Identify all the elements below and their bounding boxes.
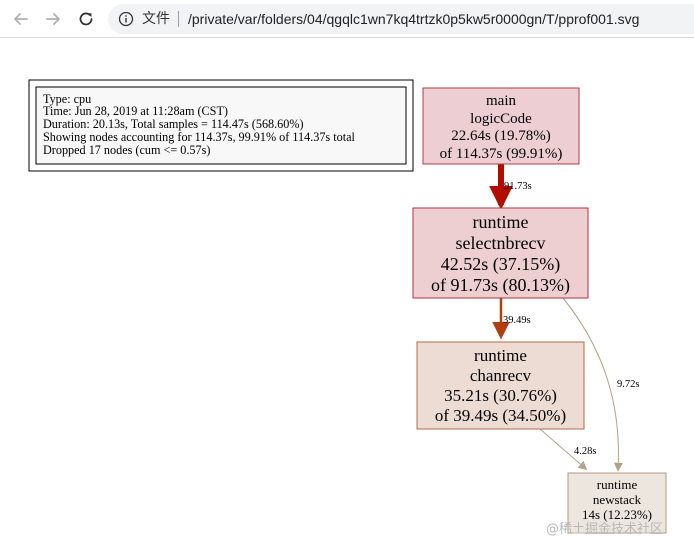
- address-separator: [178, 11, 179, 27]
- edge-chanrecv-to-newstack[interactable]: 4.28s: [539, 428, 596, 471]
- forward-button[interactable]: [40, 6, 66, 32]
- node-line: 35.21s (30.76%): [444, 386, 557, 405]
- file-scheme-label: 文件: [142, 11, 170, 27]
- watermark: @稀土掘金技术社区: [546, 522, 664, 537]
- node-line: runtime: [473, 212, 529, 232]
- browser-toolbar: 文件 /private/var/folders/04/qgqlc1wn7kq4t…: [0, 0, 694, 38]
- node-line: runtime: [597, 477, 638, 492]
- node-runtime-newstack[interactable]: runtime newstack 14s (12.23%): [567, 472, 667, 534]
- node-runtime-chanrecv[interactable]: runtime chanrecv 35.21s (30.76%) of 39.4…: [416, 341, 585, 430]
- node-runtime-selectnbrecv[interactable]: runtime selectnbrecv 42.52s (37.15%) of …: [412, 207, 589, 299]
- legend-time: Time: Jun 28, 2019 at 11:28am (CST): [43, 104, 228, 118]
- node-line: logicCode: [470, 111, 532, 127]
- node-line: 42.52s (37.15%): [441, 254, 561, 275]
- node-line: chanrecv: [470, 366, 532, 385]
- legend-dropped: Dropped 17 nodes (cum <= 0.57s): [43, 143, 210, 157]
- node-line: selectnbrecv: [456, 233, 546, 253]
- node-main-logiccode[interactable]: main logicCode 22.64s (19.78%) of 114.37…: [422, 87, 580, 165]
- legend-showing: Showing nodes accounting for 114.37s, 99…: [43, 130, 355, 144]
- node-line: 14s (12.23%): [582, 507, 652, 522]
- edge-label: 9.72s: [617, 379, 639, 390]
- edge-label: 4.28s: [574, 446, 596, 457]
- legend-type: Type: cpu: [43, 92, 91, 106]
- address-bar[interactable]: 文件 /private/var/folders/04/qgqlc1wn7kq4t…: [108, 4, 694, 34]
- edge-selectnbrecv-to-newstack[interactable]: 9.72s: [562, 297, 639, 472]
- info-icon[interactable]: [118, 11, 134, 27]
- back-button[interactable]: [8, 6, 34, 32]
- node-line: of 39.49s (34.50%): [435, 406, 566, 425]
- pprof-graph: Type: cpu Time: Jun 28, 2019 at 11:28am …: [0, 39, 694, 552]
- node-line: runtime: [474, 346, 527, 365]
- node-line: main: [486, 93, 516, 109]
- node-line: newstack: [593, 492, 642, 507]
- edge-label: 39.49s: [503, 315, 531, 326]
- reload-icon: [79, 12, 93, 26]
- graph-canvas: Type: cpu Time: Jun 28, 2019 at 11:28am …: [28, 79, 667, 534]
- back-arrow-icon: [14, 13, 28, 25]
- node-line: of 114.37s (99.91%): [440, 146, 563, 162]
- edge-label: 91.73s: [504, 181, 532, 192]
- forward-arrow-icon: [46, 13, 60, 25]
- legend-duration: Duration: 20.13s, Total samples = 114.47…: [43, 117, 304, 131]
- node-line: 22.64s (19.78%): [451, 128, 551, 144]
- edge-selectnbrecv-to-chanrecv[interactable]: 39.49s: [492, 298, 531, 340]
- node-line: of 91.73s (80.13%): [431, 275, 570, 296]
- reload-button[interactable]: [73, 6, 99, 32]
- edge-main-to-selectnbrecv[interactable]: 91.73s: [489, 164, 532, 210]
- url-text[interactable]: /private/var/folders/04/qgqlc1wn7kq4trtz…: [188, 11, 640, 27]
- legend-box: Type: cpu Time: Jun 28, 2019 at 11:28am …: [28, 79, 414, 172]
